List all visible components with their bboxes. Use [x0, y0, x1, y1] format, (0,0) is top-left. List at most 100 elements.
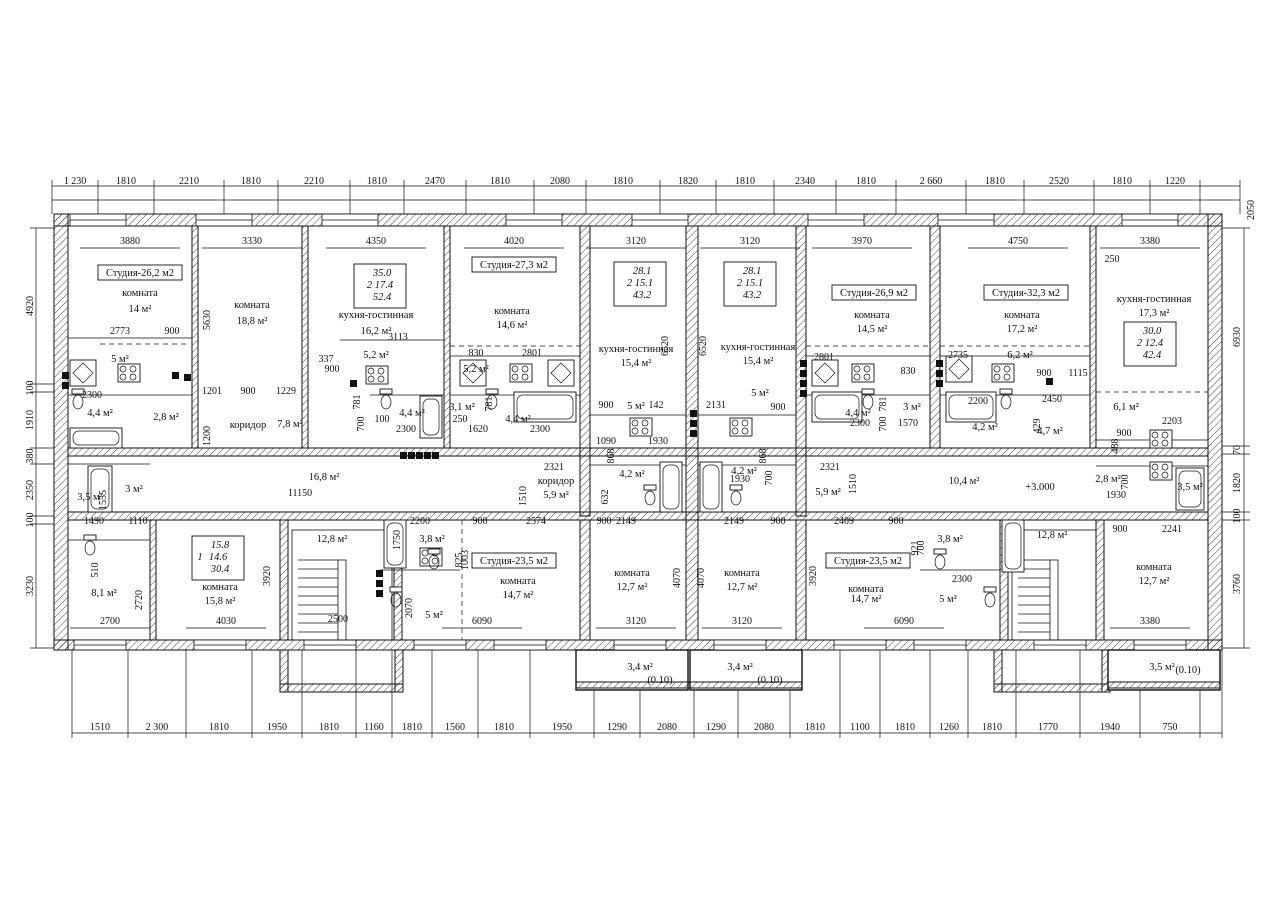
room-dimension: 4350 — [366, 236, 386, 247]
area-label: 3 м² — [903, 402, 921, 413]
inner-dimension: 1930 — [730, 474, 750, 485]
dimension-label: 2350 — [25, 480, 36, 500]
inner-dimension: 510 — [90, 563, 101, 578]
inner-dimension: 4070 — [696, 568, 707, 588]
inner-dimension: 2203 — [1162, 416, 1182, 427]
area-label: 3 м² — [125, 484, 143, 495]
dimension-label: 1810 — [319, 722, 339, 733]
room-dimension: 3970 — [852, 236, 872, 247]
area-label: 15,4 м² — [743, 356, 774, 367]
dimension-label: 3230 — [25, 576, 36, 596]
area-label: 3,5 м² — [1149, 662, 1175, 673]
area-label: 5,9 м² — [815, 487, 841, 498]
area-label: 18,8 м² — [237, 316, 268, 327]
dimension-label: 1810 — [241, 176, 261, 187]
inner-dimension: 3113 — [388, 332, 408, 343]
inner-dimension: 868 — [606, 449, 617, 464]
dimension-label: 1260 — [939, 722, 959, 733]
area-label: 16,2 м² — [361, 326, 392, 337]
inner-dimension: 1750 — [392, 530, 403, 550]
studio-label: Студия-23,5 м2 — [834, 556, 902, 567]
dimension-label: 1810 — [494, 722, 514, 733]
summary-box — [191, 535, 245, 581]
inner-dimension: 2735 — [948, 350, 968, 361]
inner-dimension: 1510 — [848, 474, 859, 494]
inner-dimension: 900 — [473, 516, 488, 527]
area-label: 14,5 м² — [857, 324, 888, 335]
summary-box — [1123, 321, 1177, 367]
room-name: комната — [500, 576, 536, 587]
summary-box — [613, 261, 667, 307]
dimension-label: 1810 — [856, 176, 876, 187]
dimension-label: 1950 — [267, 722, 287, 733]
inner-dimension: 2300 — [82, 390, 102, 401]
inner-dimension: 900 — [1117, 428, 1132, 439]
room-name: комната — [202, 582, 238, 593]
inner-dimension: 2801 — [522, 348, 542, 359]
area-label: 3,5 м² — [1177, 482, 1203, 493]
room-name: комната — [1004, 310, 1040, 321]
area-label: 5 м² — [751, 388, 769, 399]
area-label: 2,8 м² — [153, 412, 179, 423]
area-label: +3.000 — [1025, 482, 1055, 493]
inner-dimension: 2300 — [396, 424, 416, 435]
summary-rooms: 1 — [197, 552, 202, 563]
area-label: 12,8 м² — [317, 534, 348, 545]
area-label: 4,7 м² — [1037, 426, 1063, 437]
stairwell — [291, 529, 1097, 641]
inner-dimension: 900 — [597, 516, 612, 527]
inner-dimension: 900 — [771, 402, 786, 413]
area-label: 5 м² — [425, 610, 443, 621]
inner-dimension: 2300 — [952, 574, 972, 585]
inner-dimension: 5630 — [202, 310, 213, 330]
inner-dimension: 825 — [454, 553, 465, 568]
room-name: кухня-гостинная — [599, 344, 674, 355]
inner-dimension: 11150 — [288, 488, 312, 499]
room-dimension: 3120 — [626, 616, 646, 627]
area-label: 4,4 м² — [505, 414, 531, 425]
studio-label: Студия-23,5 м2 — [480, 556, 548, 567]
area-label: 5 м² — [939, 594, 957, 605]
inner-dimension: 1090 — [596, 436, 616, 447]
inner-dimension: 900 — [165, 326, 180, 337]
room-dimension: 3380 — [1140, 236, 1160, 247]
dimension-label: 100 — [25, 381, 36, 396]
inner-dimension: 1510 — [518, 486, 529, 506]
room-dimension: 3380 — [1140, 616, 1160, 627]
area-label: 10,4 м² — [949, 476, 980, 487]
area-label: 15,4 м² — [621, 358, 652, 369]
area-label: 5,2 м² — [363, 350, 389, 361]
area-label: 4,4 м² — [87, 408, 113, 419]
plumbing-fixtures — [62, 355, 1205, 608]
room-name: коридор — [538, 476, 575, 487]
area-label: 4,4 м² — [845, 408, 871, 419]
room-name: комната — [494, 306, 530, 317]
inner-dimension: 1555 — [98, 490, 109, 510]
dimension-label: 2 660 — [920, 176, 943, 187]
dimension-label: 1770 — [1038, 722, 1058, 733]
room-dimension: 3880 — [120, 236, 140, 247]
inner-dimension: 100 — [375, 414, 390, 425]
dimension-label: 1290 — [706, 722, 726, 733]
inner-dimension: 2574 — [526, 516, 546, 527]
dimension-label: 1810 — [805, 722, 825, 733]
area-label: 7,8 м² — [277, 419, 303, 430]
dimension-label: 1950 — [552, 722, 572, 733]
dimension-label: 2210 — [179, 176, 199, 187]
area-label: 14,6 м² — [497, 320, 528, 331]
dimension-label: 1820 — [678, 176, 698, 187]
dimension-label: 6930 — [1232, 327, 1243, 347]
inner-dimension: 900 — [241, 386, 256, 397]
summary-kitchen: 2 17.4 — [367, 280, 394, 291]
room-dimension: 6090 — [472, 616, 492, 627]
area-label: 3,1 м² — [449, 402, 475, 413]
inner-dimension: 2801 — [814, 352, 834, 363]
dimension-label: 2050 — [1246, 200, 1257, 220]
dimension-label: 2520 — [1049, 176, 1069, 187]
room-name: комната — [234, 300, 270, 311]
area-label: 15,8 м² — [205, 596, 236, 607]
inner-dimension: 781 — [352, 395, 363, 410]
inner-dimension: 1570 — [898, 418, 918, 429]
